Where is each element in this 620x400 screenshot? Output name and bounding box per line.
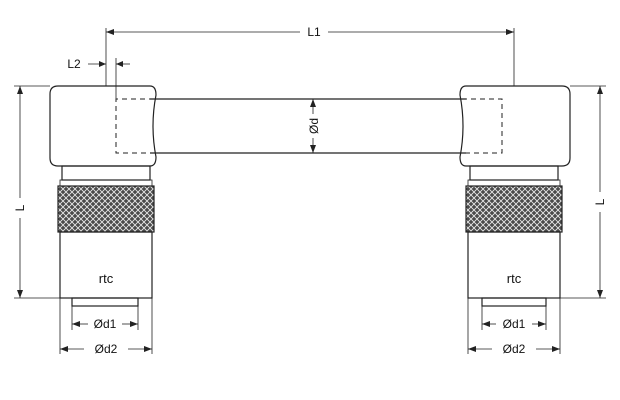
right-bar-insertion (462, 98, 503, 154)
left-connector-neck (61, 165, 151, 181)
d1-left-label: Ød1 (94, 317, 117, 331)
right-connector: rtc (459, 85, 571, 307)
d2-right-label: Ød2 (503, 342, 526, 356)
dimension-L-left: L (13, 85, 60, 299)
dimension-L2: L2 (67, 57, 130, 99)
left-connector-body (59, 231, 153, 299)
L2-label: L2 (67, 57, 81, 71)
right-connector-head (459, 85, 571, 167)
dimension-L-right: L (560, 85, 607, 299)
L-left-label: L (13, 204, 27, 211)
d2-left-label: Ød2 (95, 342, 118, 356)
dimension-L1: L1 (105, 25, 515, 86)
right-connector-neck (469, 165, 559, 181)
left-connector-head (49, 85, 157, 167)
left-brand-label: rtc (99, 271, 114, 286)
dimension-d: Ød (306, 99, 321, 153)
right-connector-collar (467, 179, 561, 187)
L-right-label: L (593, 198, 607, 205)
dimension-d1-right: Ød1 (481, 306, 547, 331)
left-connector-pin (71, 297, 139, 307)
left-connector: rtc (49, 85, 157, 307)
left-connector-collar (59, 179, 153, 187)
dimension-d1-left: Ød1 (71, 306, 139, 331)
d-label: Ød (307, 118, 321, 134)
bar-body (150, 98, 466, 154)
right-brand-label: rtc (507, 271, 522, 286)
d1-right-label: Ød1 (503, 317, 526, 331)
dimension-d2-right: Ød2 (467, 298, 561, 356)
dimension-d2-left: Ød2 (59, 298, 153, 356)
L1-label: L1 (307, 25, 321, 39)
right-knurled-nut (465, 185, 563, 233)
right-connector-pin (481, 297, 547, 307)
right-connector-body (467, 231, 561, 299)
left-knurled-nut (57, 185, 155, 233)
left-bar-insertion (115, 98, 154, 154)
